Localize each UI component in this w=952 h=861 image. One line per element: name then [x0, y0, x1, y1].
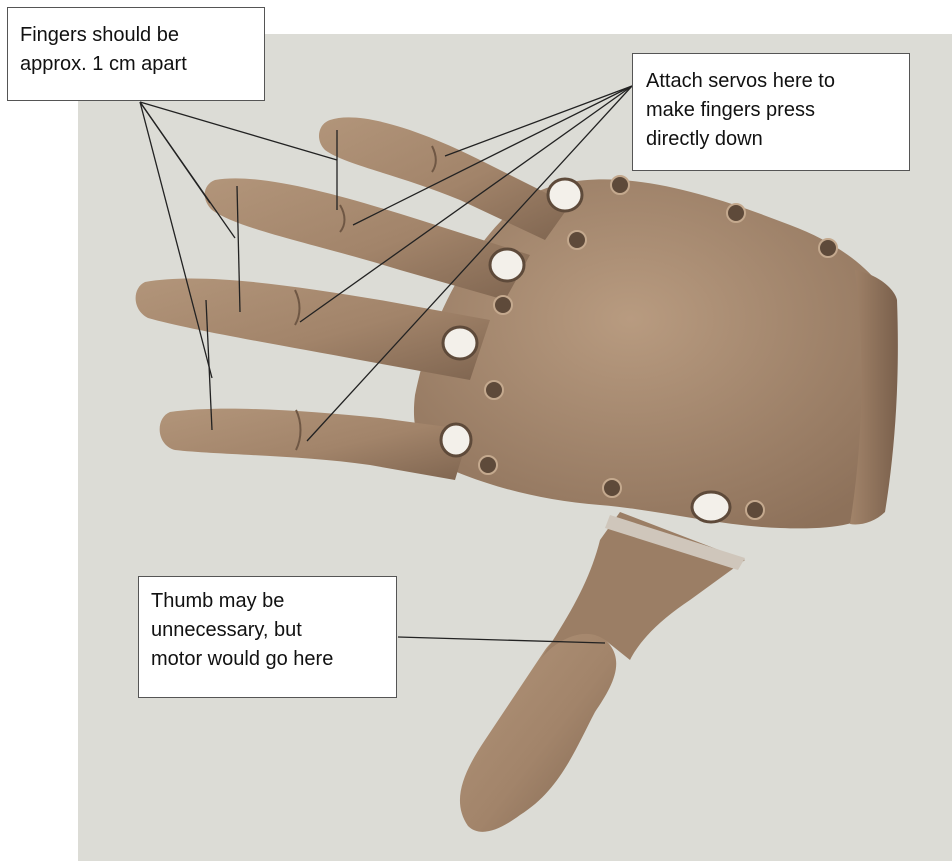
callout-line: make fingers press [646, 96, 909, 125]
callout-line: motor would go here [151, 645, 396, 674]
callout-servo-placement: Attach servos here to make fingers press… [632, 53, 910, 171]
callout-line: Fingers should be [20, 21, 264, 50]
callout-thumb-motor: Thumb may be unnecessary, but motor woul… [138, 576, 397, 698]
callout-finger-spacing: Fingers should be approx. 1 cm apart [7, 7, 265, 101]
callout-line: Attach servos here to [646, 67, 909, 96]
callout-line: Thumb may be [151, 587, 396, 616]
callout-line: unnecessary, but [151, 616, 396, 645]
callout-line: directly down [646, 125, 909, 154]
callout-line: approx. 1 cm apart [20, 50, 264, 79]
